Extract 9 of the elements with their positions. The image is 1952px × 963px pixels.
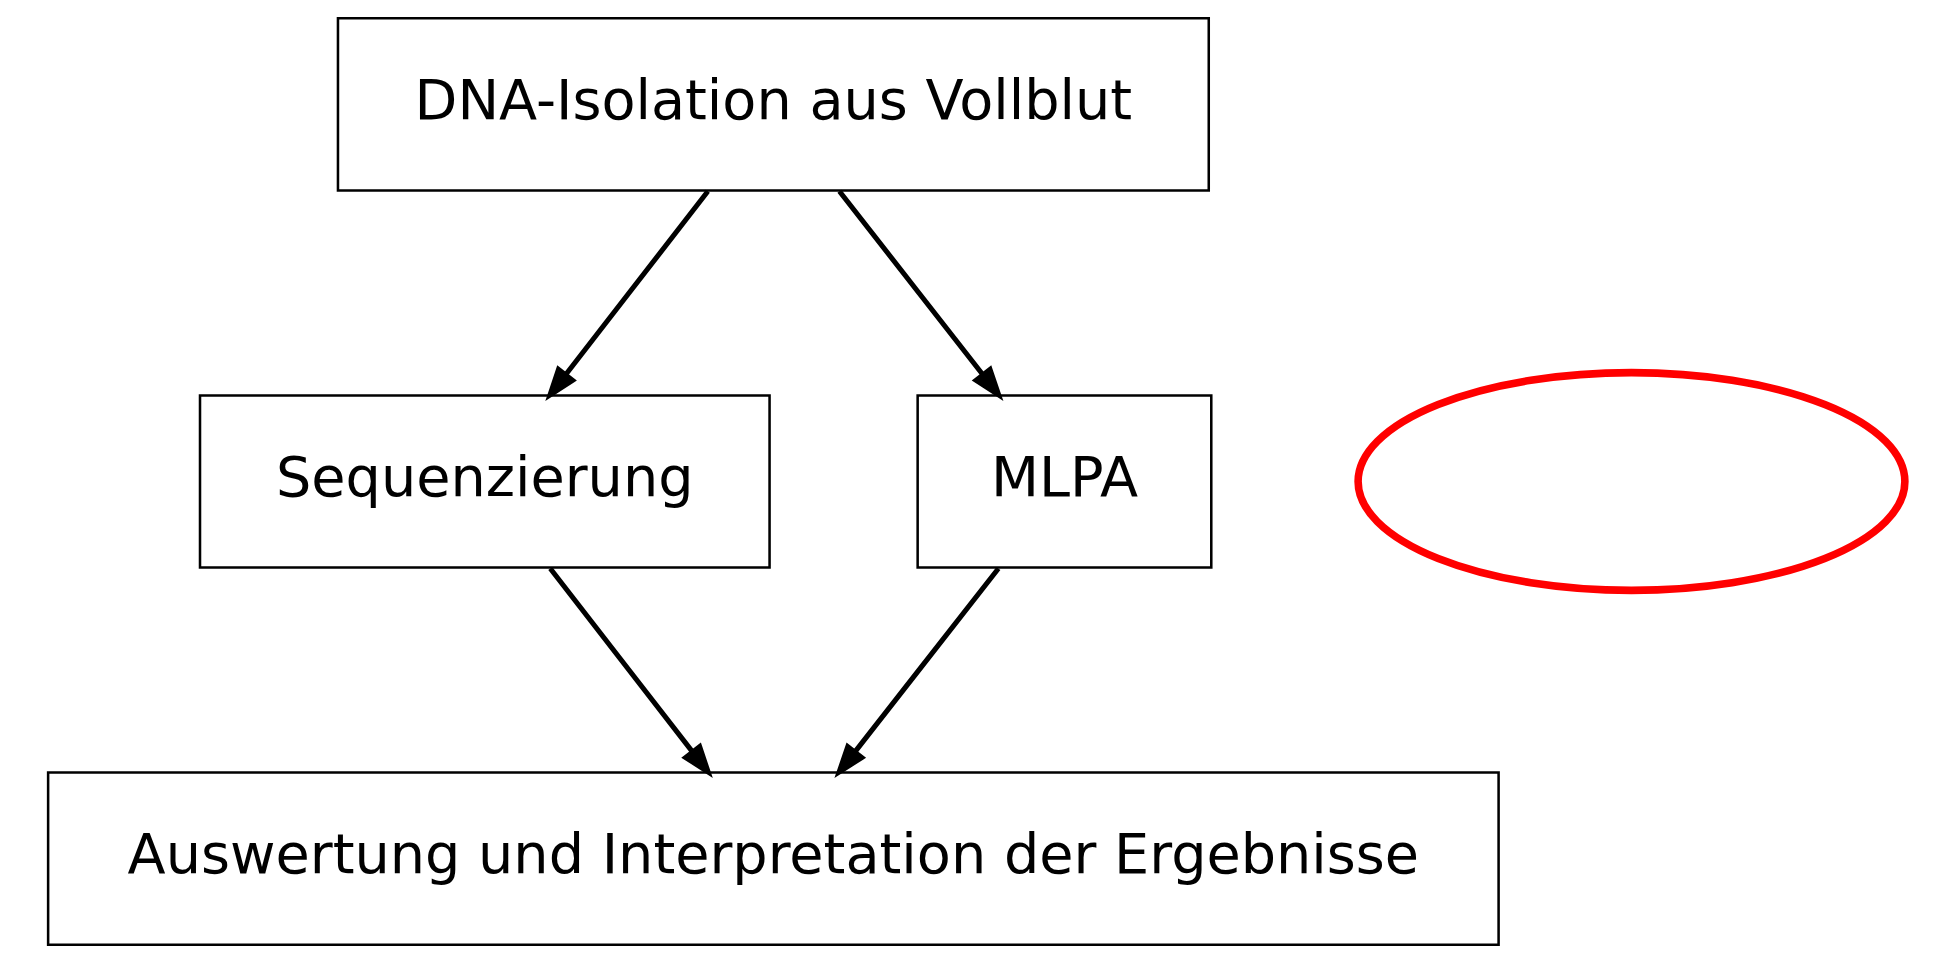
node-box: DNA-Isolation aus Vollblut [336,17,1210,192]
node-box: MLPA [915,394,1213,569]
node-box: Sequenzierung [198,394,771,569]
arrow [833,566,1000,779]
arrow [544,189,710,401]
node-box: Auswertung und Interpretation der Ergebnisse [46,771,1500,946]
arrow [836,189,1003,401]
node-ellipse [1353,368,1909,595]
arrow [547,566,713,779]
